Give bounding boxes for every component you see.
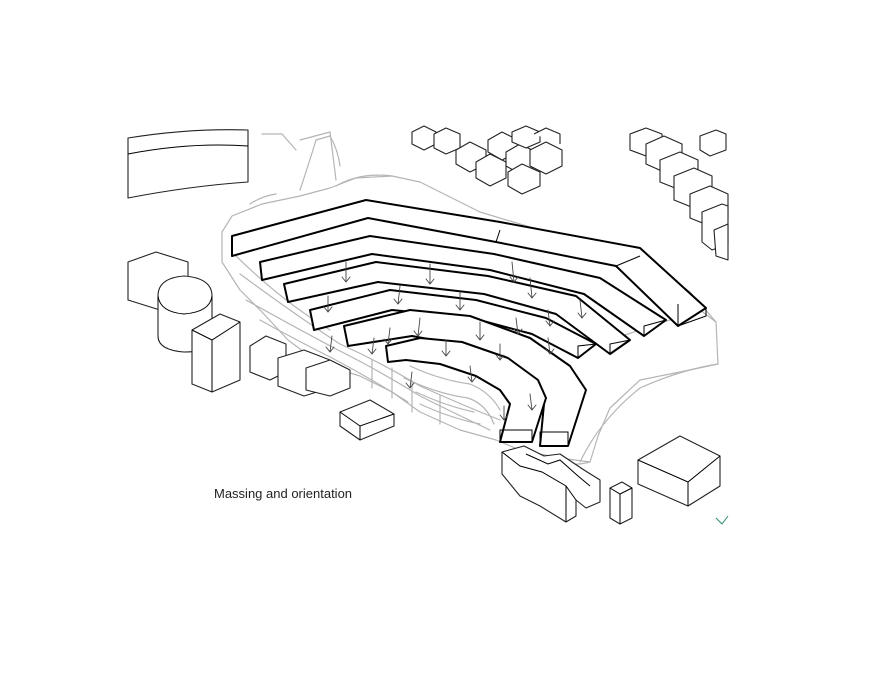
contour-9 xyxy=(299,135,341,191)
arrow-icon xyxy=(513,317,523,335)
proposed-massing xyxy=(231,199,707,447)
arrow-icon xyxy=(509,261,519,283)
contour-5 xyxy=(409,365,501,411)
arrow-icon xyxy=(323,295,333,313)
path-2 xyxy=(261,133,297,151)
diagram-caption: Massing and orientation xyxy=(214,486,353,501)
contour-11 xyxy=(249,193,277,205)
context-building-block-left xyxy=(191,313,241,393)
arrow-icon xyxy=(441,339,451,357)
arrow-icon xyxy=(341,261,351,283)
contour-6 xyxy=(403,377,495,425)
arrow-icon xyxy=(405,371,415,389)
contour-8 xyxy=(419,403,481,425)
arrow-icon xyxy=(527,393,537,411)
context-buildings xyxy=(127,125,729,525)
arrow-icon xyxy=(475,321,485,341)
context-building-cube-right xyxy=(637,435,721,507)
contour-3 xyxy=(259,319,409,403)
arrow-icon xyxy=(499,405,509,421)
arrow-icon xyxy=(383,327,393,345)
context-building-complex-bottom xyxy=(501,445,601,523)
context-building-pad xyxy=(339,399,395,441)
arrow-icon xyxy=(425,263,435,285)
arrow-icon xyxy=(495,343,505,361)
arrow-icon xyxy=(527,277,537,299)
context-buildings-row-right xyxy=(629,127,729,261)
arrow-icon xyxy=(413,317,423,337)
arrow-icon xyxy=(325,335,335,353)
arrow-icon xyxy=(367,337,377,355)
context-building-curved xyxy=(127,129,249,199)
road-edge-2 xyxy=(371,359,441,425)
arrow-icon xyxy=(455,291,465,311)
contour-2 xyxy=(245,299,491,431)
arrow-icon xyxy=(467,365,477,383)
arrow-icon xyxy=(545,337,555,355)
path-1 xyxy=(299,131,337,181)
orientation-arrows xyxy=(323,261,587,421)
arrow-icon xyxy=(393,285,403,305)
corner-check-mark xyxy=(715,515,729,525)
contour-1 xyxy=(239,273,501,421)
road-edge-1 xyxy=(579,363,719,463)
context-building-low-3 xyxy=(305,359,351,397)
contour-10 xyxy=(335,174,393,187)
context-buildings-cubes-top xyxy=(411,125,563,195)
arrow-icon xyxy=(577,299,587,319)
arrow-icon xyxy=(545,309,555,327)
contour-7 xyxy=(415,391,475,413)
context-building-thin-tower xyxy=(609,481,633,525)
